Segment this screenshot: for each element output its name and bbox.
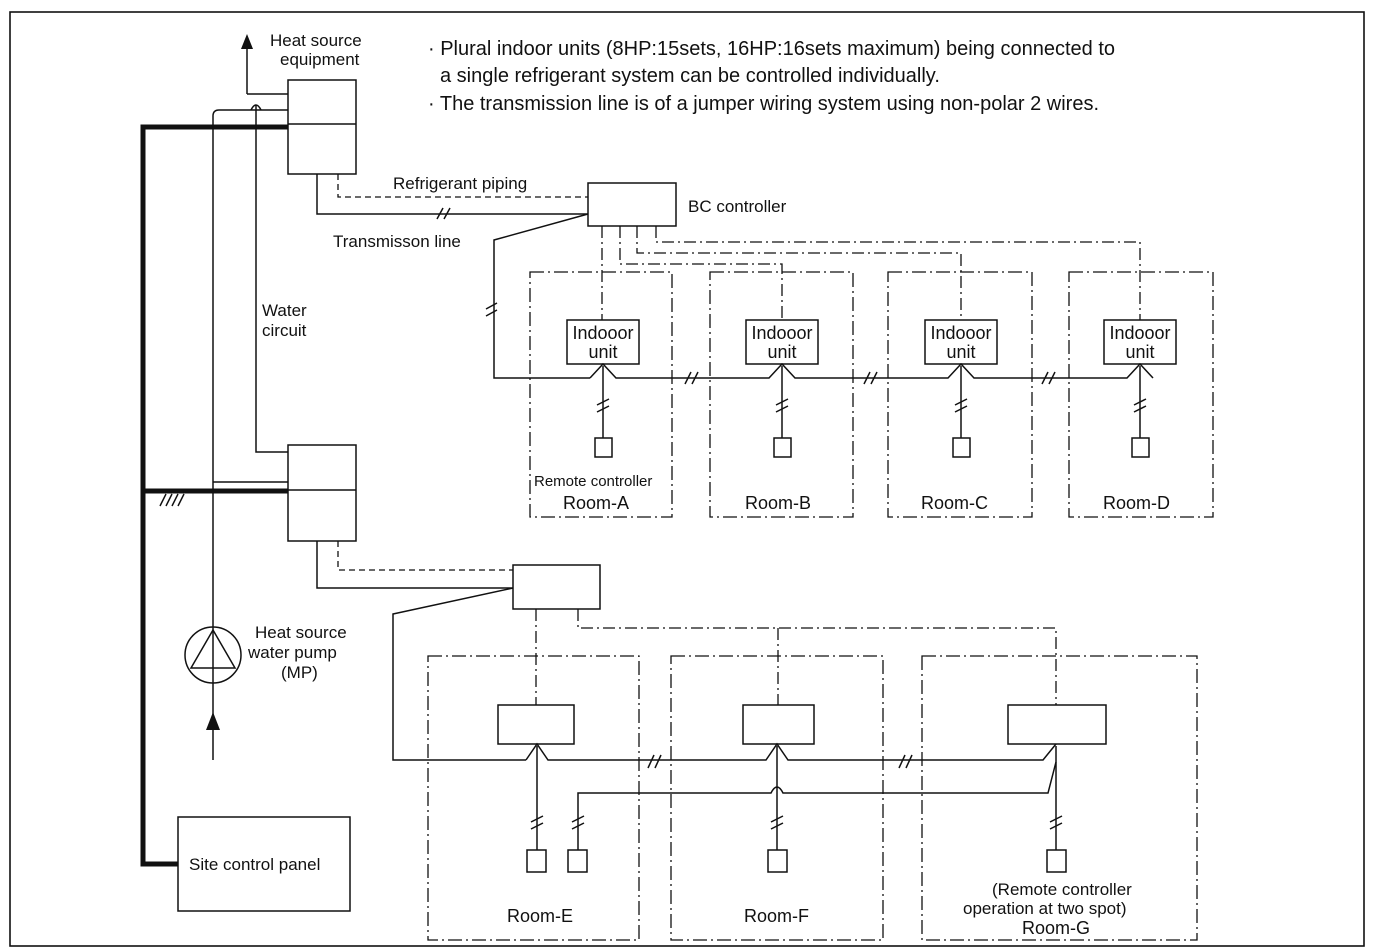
remote-controller-d [1131,366,1150,458]
heat-source-label-2: equipment [280,50,360,69]
bc-controller-label: BC controller [688,197,787,216]
room-d-frame [1068,271,1214,518]
heat-source-unit-1 [287,79,357,175]
refrigerant-piping-2 [337,541,513,571]
water-circuit [212,93,288,760]
indoor-unit-d-line2: unit [1125,342,1154,362]
transmission-line-1 [316,174,588,215]
indoor-unit-d: Indooor unit [1103,319,1177,365]
refrigerant-piping-1 [337,174,588,198]
remote-controller-f [767,746,788,873]
pump-label-3: (MP) [281,663,318,682]
room-g-frame [921,655,1198,941]
transmission-line-label: Transmisson line [333,232,461,251]
indoor-unit-b: Indooor unit [745,319,819,365]
site-control-panel [177,816,351,912]
room-c-label: Room-C [921,493,988,513]
remote-controller-a [594,366,613,458]
remote-controller-g [1046,746,1067,873]
bc1-refrigerant-branches [601,226,1141,320]
water-circuit-label-1: Water [262,301,307,320]
indoor-unit-c-line2: unit [946,342,975,362]
indoor-unit-d-line1: Indooor [1109,323,1170,343]
indoor-unit-a: Indooor unit [566,319,640,365]
room-g-note-1: (Remote controller [992,880,1132,899]
room-c-frame [887,271,1033,518]
remote-controller-b [773,366,792,458]
indoor-unit-f [742,704,815,745]
room-e-frame [427,655,640,941]
room-d-label: Room-D [1103,493,1170,513]
transmission-to-indoor-row-1 [493,213,590,379]
room-e-label: Room-E [507,906,573,926]
indoor-unit-a-line2: unit [588,342,617,362]
note-line-2: a single refrigerant system can be contr… [440,65,940,87]
room-g-note-2: operation at two spot) [963,899,1126,918]
heat-source-outlet-arrow [241,34,253,94]
indoor-unit-c-line1: Indooor [930,323,991,343]
bc-controller-1 [587,182,677,227]
indoor-unit-b-line2: unit [767,342,796,362]
room-a-frame [529,271,673,518]
diagram-frame [9,11,1365,947]
room-a-label: Room-A [563,493,629,513]
transmission-to-indoor-row-2 [392,587,526,761]
room-g-label: Room-G [1022,918,1090,938]
jumper-transmission-row-2 [525,742,1057,761]
remote-controller-c [952,366,971,458]
transmission-line-2 [316,541,513,589]
site-control-panel-label: Site control panel [189,855,320,874]
indoor-unit-b-line1: Indooor [751,323,812,343]
room-b-frame [709,271,854,518]
row1-jumper-marks [684,371,1056,385]
note-line-1: · Plural indoor units (8HP:15sets, 16HP:… [428,38,1115,60]
room-b-label: Room-B [745,493,811,513]
remote-controller-e [526,746,547,873]
indoor-unit-a-line1: Indooor [572,323,633,343]
bc2-refrigerant-branches [535,609,1057,705]
remote-controller-label: Remote controller [534,473,652,490]
water-circuit-label-2: circuit [262,321,307,340]
jumper-transmission-row-1 [589,362,1154,379]
indoor-unit-e [497,704,575,745]
heat-source-label-1: Heat source [270,31,362,50]
pump-label-1: Heat source [255,623,347,642]
row2-jumper-marks [647,754,913,769]
remote-controller-e-second [567,849,588,873]
bc-controller-2 [512,564,601,610]
water-pump-symbol [184,626,242,730]
heat-source-unit-2 [287,444,357,542]
room-f-frame [670,655,884,941]
refrigerant-piping-label: Refrigerant piping [393,174,527,193]
note-line-3: · The transmission line is of a jumper w… [428,93,1099,115]
indoor-unit-g [1007,704,1107,745]
two-spot-remote-wire [577,761,1057,850]
indoor-unit-c: Indooor unit [924,319,998,365]
room-f-label: Room-F [744,906,809,926]
main-transmission-bus [140,124,288,867]
pump-label-2: water pump [247,643,337,662]
